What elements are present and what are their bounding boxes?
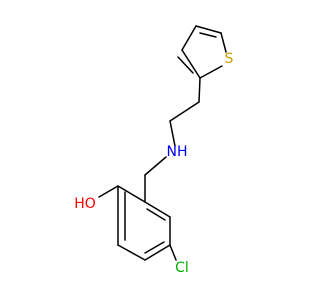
thiophene-ring (177, 25, 227, 79)
bond-ar1-ar6 (144, 201, 171, 218)
sulfur-atom-label: S (225, 51, 234, 67)
bond-s-c2 (199, 65, 223, 79)
chlorine-atom-label: Cl (175, 260, 189, 276)
bond-c2-ch2 (198, 77, 201, 103)
amine-atom-label: NH (167, 144, 188, 160)
bond-aryl-oh (98, 185, 119, 198)
bond-c2-c3 (181, 49, 201, 79)
bond-aryl-cl (169, 244, 177, 261)
bond-ar1-ar6-inner (146, 208, 166, 221)
bond-c3-c4 (181, 25, 197, 51)
molecule-structure: S NH HO Cl (74, 25, 234, 276)
hydroxyl-atom-label: HO (74, 196, 96, 212)
bond-c2-c3-inner (177, 56, 194, 74)
bond-ar5-ar4 (144, 244, 171, 261)
bond-c5-s (220, 32, 227, 53)
bond-c4-c5-inner (199, 32, 217, 38)
bond-ch2-n (169, 120, 176, 147)
bond-n-ch2 (144, 156, 167, 176)
bond-ar5-ar4-inner (144, 241, 165, 254)
bond-c4-c5 (195, 25, 222, 34)
structure-canvas: S NH HO Cl (74, 25, 234, 276)
bond-ar4-ar3 (117, 244, 146, 261)
bond-ch2-ch2 (169, 101, 200, 122)
linker-chain (144, 77, 201, 203)
benzene-ring (117, 185, 171, 261)
bond-ar1-ar2 (117, 185, 146, 203)
